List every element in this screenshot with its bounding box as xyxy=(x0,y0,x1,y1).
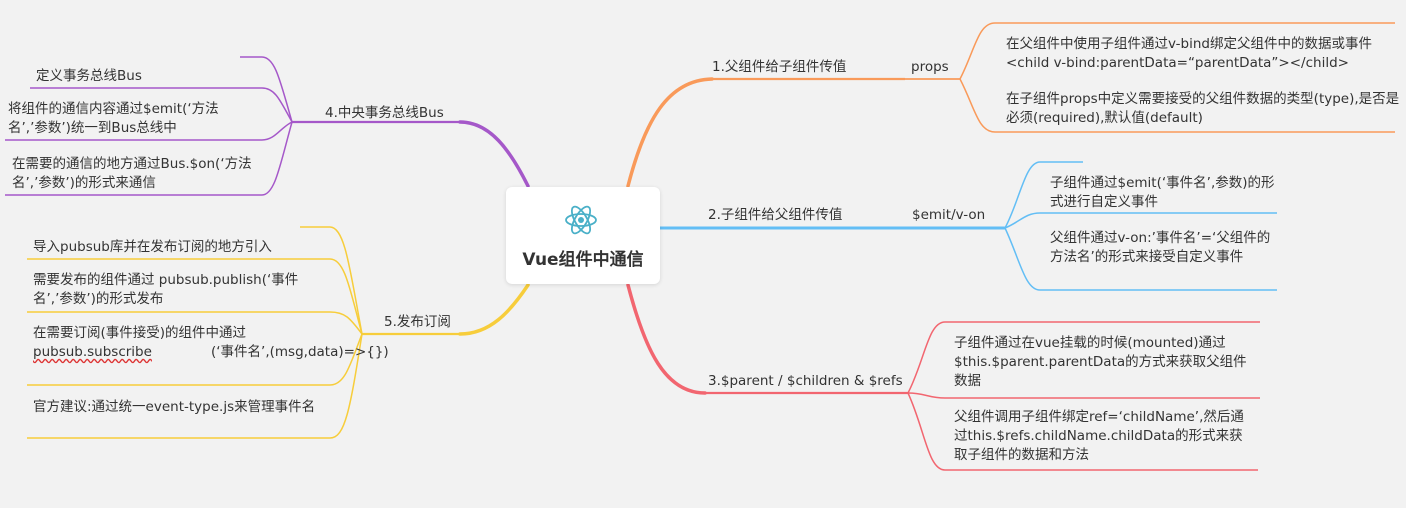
branch-3-label[interactable]: 3.$parent / $children & $refs xyxy=(708,373,903,389)
branch-4-label[interactable]: 4.中央事务总线Bus xyxy=(325,105,444,121)
edge-b5-leaf2-underline xyxy=(27,311,363,335)
branch-4-leaf-2[interactable]: 将组件的通信内容通过$emit(‘方法名’,’参数’)统一到Bus总线中 xyxy=(8,101,219,136)
branch-2-label[interactable]: 2.子组件给父组件传值 xyxy=(708,207,843,223)
branch-2-leaf-2[interactable]: 父组件通过v-on:’事件名’=‘父组件的方法名’的形式来接受自定义事件 xyxy=(1050,230,1271,265)
edge-b4-leaf1-underline xyxy=(30,87,293,123)
edge-center-b5 xyxy=(458,283,530,336)
edge-b1-leaf1 xyxy=(959,22,1395,80)
branch-5-leaf-1[interactable]: 导入pubsub库并在发布订阅的地方引入 xyxy=(33,239,272,255)
edge-b5-leaf1-underline xyxy=(27,258,363,335)
pubsub-subscribe-term: pubsub.subscribe xyxy=(33,344,152,360)
edge-b5-leaf4-underline xyxy=(27,333,363,439)
branch-1-leaf-2[interactable]: 在子组件props中定义需要接受的父组件数据的类型(type),是否是必须(re… xyxy=(1006,91,1400,126)
branch-4-leaf-3[interactable]: 在需要的通信的地方通过Bus.$on(‘方法名’,’参数’)的形式来通信 xyxy=(12,156,252,191)
edge-b5-leaf3-underline xyxy=(27,333,363,386)
atom-icon xyxy=(565,205,597,235)
edge-b5-leaf0 xyxy=(300,226,363,335)
branch-4-leaf-1[interactable]: 定义事务总线Bus xyxy=(36,68,142,84)
branch-1-sub-props[interactable]: props xyxy=(911,59,949,75)
central-topic-node[interactable]: Vue组件中通信 xyxy=(506,187,660,284)
edge-b2-branch xyxy=(1004,212,1041,229)
edge-b4-leaf3-underline xyxy=(5,121,293,196)
branch-5-leaf-3-line-2-suffix: (‘事件名’,(msg,data)=>{}) xyxy=(211,344,389,360)
central-topic-title: Vue组件中通信 xyxy=(522,250,644,270)
branch-5-leaf-4[interactable]: 官方建议:通过统一event-type.js来管理事件名 xyxy=(33,399,316,415)
branch-5-leaf-3-line-2[interactable]: pubsub.subscribe xyxy=(33,343,152,362)
edge-center-b3 xyxy=(626,283,707,395)
edge-center-b4 xyxy=(458,120,530,188)
branch-5-leaf-3-line-1[interactable]: 在需要订阅(事件接受)的组件中通过 xyxy=(33,325,247,341)
edge-b4-leaf2-underline xyxy=(5,121,293,141)
edge-b3-leaf2 xyxy=(907,392,1258,471)
branch-5-label[interactable]: 5.发布订阅 xyxy=(384,314,451,330)
edge-b3-leaf1-underline xyxy=(907,392,1260,399)
edge-b3-leaf1 xyxy=(907,321,1260,394)
edge-b1-leaf2 xyxy=(959,78,1395,133)
branch-1-label[interactable]: 1.父组件给子组件传值 xyxy=(712,59,847,75)
branch-2-leaf-1[interactable]: 子组件通过$emit(‘事件名’,参数)的形式进行自定义事件 xyxy=(1050,175,1275,210)
edge-b4-leaf1 xyxy=(240,56,293,123)
branch-3-leaf-2[interactable]: 父组件调用子组件绑定ref=‘childName’,然后通过this.$refs… xyxy=(954,409,1244,463)
edge-b2-leaf2 xyxy=(1004,227,1277,291)
branch-2-sub-emit[interactable]: $emit/v-on xyxy=(912,207,986,223)
edge-center-b1 xyxy=(626,77,714,188)
edge-b2-leaf1 xyxy=(1004,161,1083,229)
branch-1-leaf-1[interactable]: 在父组件中使用子组件通过v-bind绑定父组件中的数据或事件<child v-b… xyxy=(1006,36,1372,71)
branch-3-leaf-1[interactable]: 子组件通过在vue挂载的时候(mounted)通过$this.$parent.p… xyxy=(954,335,1247,389)
branch-5-leaf-2[interactable]: 需要发布的组件通过 pubsub.publish(‘事件名’,’参数’)的形式发… xyxy=(33,272,299,307)
